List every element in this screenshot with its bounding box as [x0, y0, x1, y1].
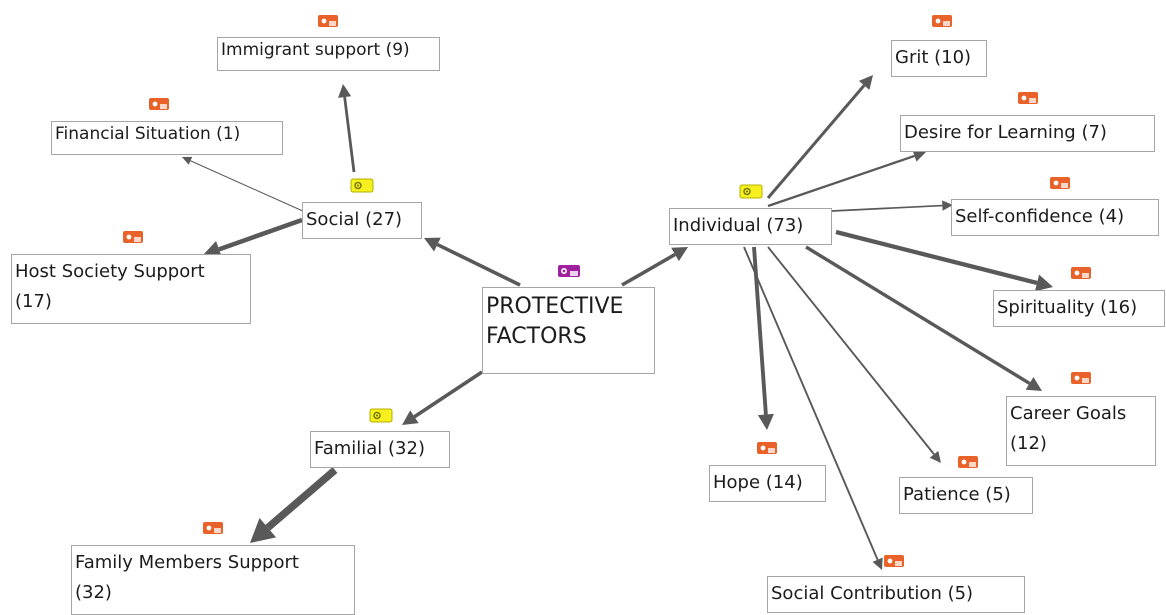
- edge-arrowhead-financial: [182, 156, 193, 165]
- code-node-spirituality[interactable]: Spirituality (16): [993, 290, 1165, 327]
- edge-arrowhead-spirit: [1034, 274, 1053, 292]
- edge-line-immigrant: [343, 96, 356, 173]
- code-icon-family-members-support: [203, 522, 223, 534]
- edge-arrowhead-career: [1025, 377, 1042, 391]
- icons: [123, 15, 1091, 567]
- edge-line-hope: [752, 246, 768, 415]
- edge-arrowhead-hope: [757, 413, 774, 430]
- category-node-individual[interactable]: Individual (73): [669, 208, 832, 245]
- edge-arrowhead-grit: [858, 75, 873, 90]
- category-node-familial[interactable]: Familial (32): [310, 431, 450, 468]
- code-node-family-members-support[interactable]: Family Members Support (32): [71, 545, 355, 615]
- code-label-family-line-1: Family Members Support: [75, 552, 299, 573]
- code-label-host-line-2: (17): [15, 291, 52, 312]
- edge-arrowhead-host: [203, 240, 222, 258]
- code-node-self-confidence[interactable]: Self-confidence (4): [951, 199, 1159, 236]
- code-label-career-line-2: (12): [1010, 433, 1047, 454]
- category-label-familial: Familial (32): [314, 438, 425, 459]
- code-label-social-contribution: Social Contribution (5): [771, 583, 974, 604]
- edge-line-host: [218, 217, 303, 252]
- code-label-grit: Grit (10): [895, 47, 972, 68]
- edge-line-socialcontrib: [743, 246, 879, 561]
- code-label-self-confidence: Self-confidence (4): [955, 206, 1125, 227]
- code-icon-desire-for-learning: [1018, 92, 1038, 104]
- edges: [182, 75, 1053, 570]
- code-icon-immigrant-support: [318, 15, 338, 27]
- code-node-grit[interactable]: Grit (10): [891, 40, 987, 77]
- edge-arrowhead-desire: [912, 150, 926, 162]
- code-node-financial-situation[interactable]: Financial Situation (1): [51, 121, 283, 155]
- code-icon-social-contribution: [884, 555, 904, 567]
- edge-arrowhead-social: [424, 237, 441, 252]
- category-label-social: Social (27): [306, 209, 403, 230]
- code-set-icon-protective-factors: [558, 265, 580, 277]
- code-label-career-line-1: Career Goals: [1010, 403, 1127, 424]
- edge-arrowhead-immigrant: [338, 84, 352, 98]
- code-node-social-contribution[interactable]: Social Contribution (5): [767, 576, 1025, 613]
- edge-line-career: [805, 245, 1031, 385]
- code-icon-career-goals: [1071, 372, 1091, 384]
- code-icon-social: [350, 178, 374, 193]
- code-node-career-goals[interactable]: Career Goals (12): [1006, 396, 1156, 466]
- code-icon-grit: [932, 15, 952, 27]
- code-label-financial-situation: Financial Situation (1): [55, 124, 241, 144]
- code-icon-individual: [739, 184, 763, 199]
- edge-arrowhead-selfconf: [942, 200, 953, 211]
- code-label-hope: Hope (14): [713, 472, 803, 493]
- code-label-patience: Patience (5): [903, 484, 1011, 505]
- edge-line-family: [265, 467, 338, 531]
- code-icon-patience: [958, 456, 978, 468]
- edge-arrowhead-familial: [402, 410, 419, 425]
- code-icon-self-confidence: [1050, 177, 1070, 189]
- code-label-family-line-2: (32): [75, 582, 112, 603]
- root-label-line-1: PROTECTIVE: [486, 294, 624, 319]
- edge-arrowhead-individual: [671, 247, 688, 262]
- edge-line-desire: [767, 154, 915, 208]
- edge-line-grit: [766, 84, 866, 199]
- edge-line-familial: [413, 370, 483, 419]
- edge-line-social: [436, 242, 521, 287]
- edge-arrowhead-patience: [929, 450, 941, 463]
- code-icon-familial: [369, 408, 393, 423]
- edge-line-individual: [621, 252, 676, 287]
- code-label-immigrant-support: Immigrant support (9): [221, 40, 410, 60]
- category-node-social[interactable]: Social (27): [302, 202, 422, 239]
- root-node-protective-factors[interactable]: PROTECTIVE FACTORS: [482, 287, 655, 374]
- edge-line-selfconf: [831, 204, 943, 212]
- code-label-spirituality: Spirituality (16): [997, 297, 1138, 318]
- edge-line-patience: [767, 246, 935, 455]
- code-node-immigrant-support[interactable]: Immigrant support (9): [217, 37, 440, 71]
- code-node-hope[interactable]: Hope (14): [709, 465, 826, 502]
- code-icon-host-society-support: [123, 231, 143, 243]
- code-node-host-society-support[interactable]: Host Society Support (17): [11, 254, 251, 324]
- code-node-desire-for-learning[interactable]: Desire for Learning (7): [900, 115, 1155, 152]
- code-node-patience[interactable]: Patience (5): [899, 477, 1033, 514]
- code-icon-financial-situation: [149, 98, 169, 110]
- edge-line-financial: [190, 160, 306, 213]
- code-icon-hope: [757, 442, 777, 454]
- code-icon-spirituality: [1071, 267, 1091, 279]
- category-label-individual: Individual (73): [673, 215, 804, 236]
- code-label-host-line-1: Host Society Support: [15, 261, 205, 282]
- code-label-desire-for-learning: Desire for Learning (7): [904, 122, 1107, 143]
- root-label-line-2: FACTORS: [486, 324, 587, 349]
- edge-arrowhead-socialcontrib: [872, 557, 883, 570]
- edge-line-spirit: [835, 229, 1038, 286]
- edge-arrowhead-family: [250, 518, 277, 543]
